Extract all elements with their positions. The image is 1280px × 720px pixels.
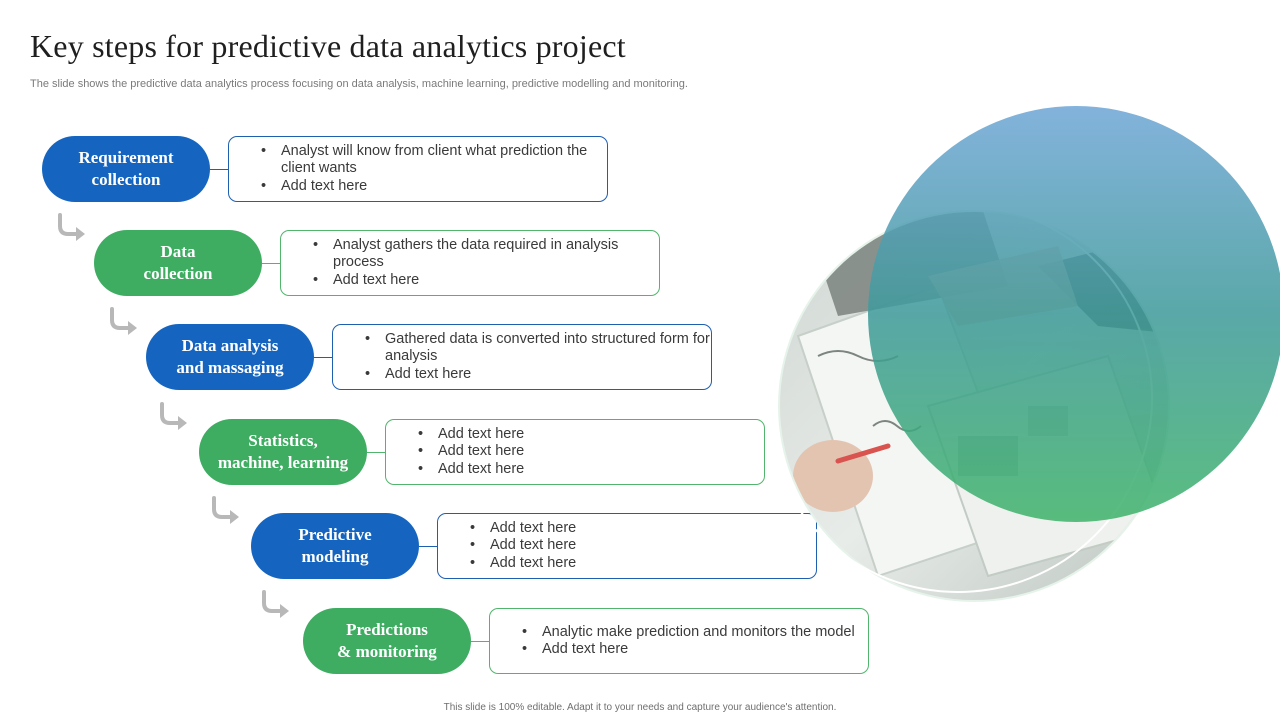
step-3-box: Gathered data is converted into structur… <box>332 324 712 390</box>
step-4-bullets: Add text here Add text here Add text her… <box>386 426 764 479</box>
step-4-pill: Statistics, machine, learning <box>199 419 367 485</box>
step-5-bullet-2: Add text here <box>470 537 816 555</box>
step-5-arrow-icon <box>262 590 289 618</box>
step-1-box: Analyst will know from client what predi… <box>228 136 608 202</box>
step-5-pill: Predictive modeling <box>251 513 419 579</box>
step-3-bullet-1: Gathered data is converted into structur… <box>365 331 711 366</box>
step-2-arrow-icon <box>110 307 137 335</box>
step-4-bullet-3: Add text here <box>418 461 764 479</box>
business-meeting-photo-circle <box>778 106 1280 602</box>
step-2-bullet-1: Analyst gathers the data required in ana… <box>313 237 659 272</box>
step-1-bullet-2: Add text here <box>261 178 607 196</box>
step-2-bullets: Analyst gathers the data required in ana… <box>281 237 659 290</box>
step-5-bullets: Add text here Add text here Add text her… <box>438 520 816 573</box>
step-1-arrow-icon <box>58 213 85 241</box>
step-4-bullet-1: Add text here <box>418 426 764 444</box>
step-3-arrow-icon <box>160 402 187 430</box>
page-subtitle: The slide shows the predictive data anal… <box>30 78 688 90</box>
step-4-box: Add text here Add text here Add text her… <box>385 419 765 485</box>
slide-footer-note: This slide is 100% editable. Adapt it to… <box>443 702 837 713</box>
step-5-connector <box>419 546 437 547</box>
step-1-pill: Requirement collection <box>42 136 210 202</box>
step-6-box: Analytic make prediction and monitors th… <box>489 608 869 674</box>
step-2-pill: Data collection <box>94 230 262 296</box>
step-4-arrow-icon <box>212 496 239 524</box>
step-6-pill: Predictions & monitoring <box>303 608 471 674</box>
step-6-bullet-1: Analytic make prediction and monitors th… <box>522 624 868 642</box>
step-1-connector <box>210 169 228 170</box>
step-6-bullets: Analytic make prediction and monitors th… <box>490 624 868 659</box>
step-4-connector <box>367 452 385 453</box>
step-2-box: Analyst gathers the data required in ana… <box>280 230 660 296</box>
step-6-connector <box>471 641 489 642</box>
step-4-bullet-2: Add text here <box>418 443 764 461</box>
step-3-bullet-2: Add text here <box>365 366 711 384</box>
step-1-bullets: Analyst will know from client what predi… <box>229 143 607 196</box>
step-3-bullets: Gathered data is converted into structur… <box>333 331 711 384</box>
step-2-connector <box>262 263 280 264</box>
step-2-bullet-2: Add text here <box>313 272 659 290</box>
step-5-box: Add text here Add text here Add text her… <box>437 513 817 579</box>
step-5-bullet-3: Add text here <box>470 555 816 573</box>
step-6-bullet-2: Add text here <box>522 641 868 659</box>
step-3-connector <box>314 357 332 358</box>
step-3-pill: Data analysis and massaging <box>146 324 314 390</box>
page-title: Key steps for predictive data analytics … <box>30 28 626 64</box>
step-1-bullet-1: Analyst will know from client what predi… <box>261 143 607 178</box>
step-5-bullet-1: Add text here <box>470 520 816 538</box>
